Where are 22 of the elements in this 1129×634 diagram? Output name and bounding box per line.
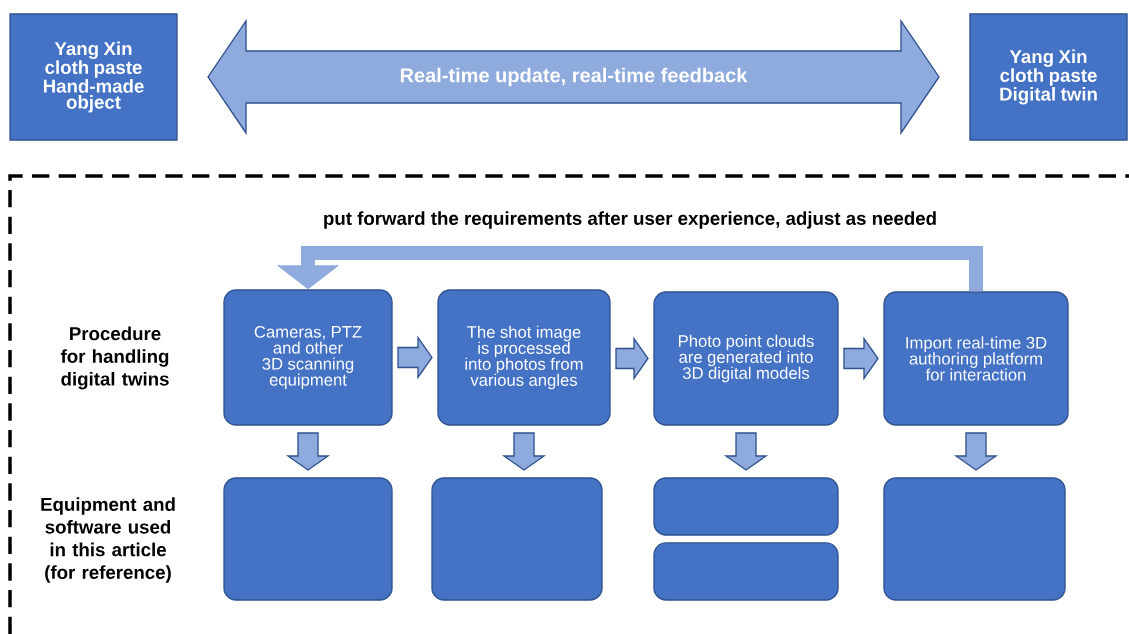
- arrow: [615, 336, 649, 381]
- process-box: Photo point clouds are generated into 3D digital models: [653, 291, 839, 426]
- arrow: [501, 432, 547, 471]
- process-box: The shot image is processed into photos from various angles: [437, 289, 611, 426]
- rounded-box: [431, 477, 603, 601]
- edge-label: Real-time update, real-time feedback: [398, 66, 749, 88]
- arrow: [953, 432, 999, 471]
- row-label: Equipment and software used in this article (for reference): [41, 497, 175, 583]
- row-label: Procedure for handling digital twins: [60, 326, 169, 390]
- arrow: [843, 336, 879, 381]
- arrow: [723, 432, 769, 471]
- process-box: Cameras, PTZ and other 3D scanning equipment: [223, 289, 393, 426]
- edge-label: put forward the requirements after user experience, adjust as needed: [321, 209, 939, 231]
- arrow: [397, 335, 433, 380]
- rounded-box: [653, 542, 839, 601]
- object-box: Yang Xin cloth paste Digital twin: [969, 13, 1128, 141]
- rounded-box: [883, 477, 1066, 601]
- rounded-box: [653, 477, 839, 536]
- arrow: [285, 432, 331, 471]
- process-box: Import real-time 3D authoring platform for interaction: [883, 291, 1069, 426]
- rounded-box: [223, 477, 393, 601]
- object-box: Yang Xin cloth paste Hand-made object: [9, 13, 178, 141]
